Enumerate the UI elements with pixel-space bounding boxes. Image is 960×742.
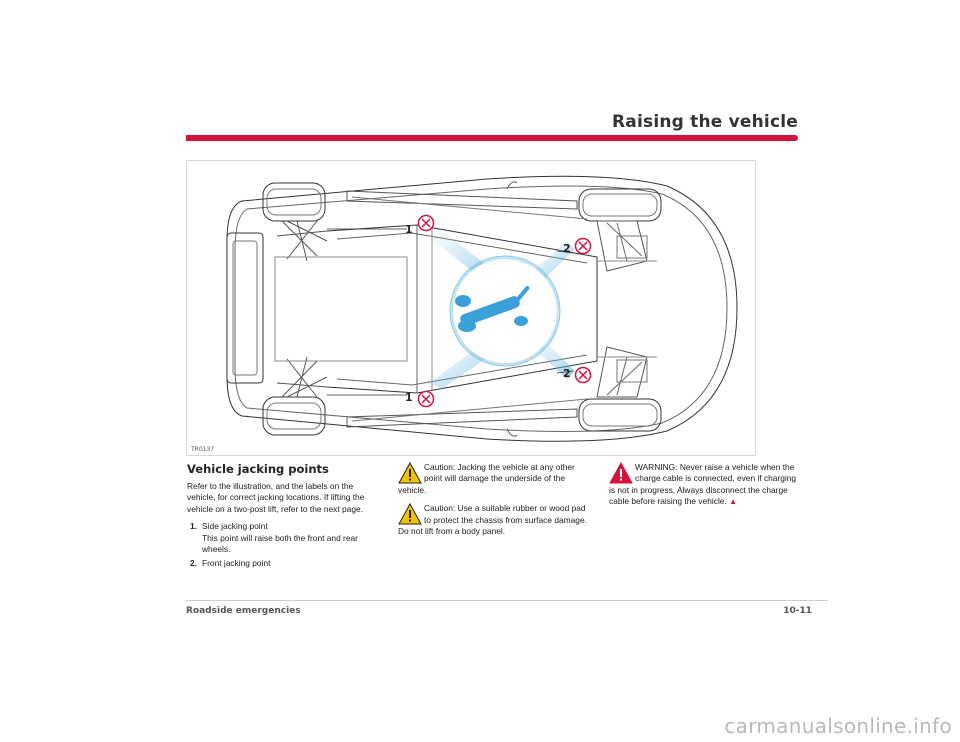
- caution-notice: Caution: Jacking the vehicle at any othe…: [398, 462, 590, 496]
- vehicle-underside-diagram: 1 2 2 1: [226, 175, 738, 442]
- list-item: 1. Side jacking point: [190, 521, 379, 532]
- callout-2-bottom: 2: [563, 367, 571, 380]
- watermark: carmanualsonline.info: [724, 714, 952, 738]
- list-label: Front jacking point: [202, 558, 271, 569]
- callout-1-bottom: 1: [405, 391, 413, 404]
- caution-text: Caution: Use a suitable rubber or wood p…: [398, 503, 587, 537]
- warning-text: WARNING: Never raise a vehicle when the …: [609, 462, 797, 507]
- figure-code: TR0137: [191, 446, 215, 453]
- caution-icon: [398, 503, 422, 525]
- caution-text: Caution: Jacking the vehicle at any othe…: [398, 462, 575, 495]
- body-outline: [226, 175, 738, 442]
- footer-section-name: Roadside emergencies: [186, 606, 301, 616]
- warning-column: WARNING: Never raise a vehicle when the …: [609, 462, 801, 515]
- warning-notice: WARNING: Never raise a vehicle when the …: [609, 462, 801, 508]
- intro-paragraph: Refer to the illustration, and the label…: [187, 481, 365, 514]
- footer-page-number: 10-11: [783, 606, 812, 616]
- front-right-wheel: [578, 398, 662, 432]
- rear-right-wheel: [262, 396, 326, 436]
- list-number: 2.: [190, 558, 197, 569]
- jacking-point-marker-1-bottom: [417, 390, 435, 408]
- jacking-point-marker-2-bottom: [574, 366, 592, 384]
- jacking-points-illustration: 1 2 2 1 TR0137: [186, 160, 756, 456]
- page-title: Raising the vehicle: [612, 112, 798, 132]
- rear-bumper: [226, 232, 264, 384]
- list-description: This point will raise both the front and…: [202, 532, 358, 555]
- footer-rule: [186, 600, 828, 601]
- callout-1-top: 1: [405, 223, 413, 236]
- jacking-point-marker-2-top: [574, 237, 592, 255]
- warning-icon: [609, 462, 633, 484]
- jacking-point-marker-1-top: [417, 214, 435, 232]
- end-of-warning-icon: ▲: [729, 497, 738, 507]
- list-label: Side jacking point: [202, 521, 268, 532]
- cautions-column: Caution: Jacking the vehicle at any othe…: [398, 462, 590, 544]
- title-rule: [186, 135, 798, 141]
- caution-icon: [398, 462, 422, 484]
- list-item: 2. Front jacking point: [190, 558, 379, 569]
- list-number: 1.: [190, 521, 197, 532]
- callout-2-top: 2: [563, 242, 571, 255]
- caution-notice: Caution: Use a suitable rubber or wood p…: [398, 503, 590, 537]
- chassis-frame: [326, 224, 598, 394]
- floor-jack-icon: [455, 286, 530, 332]
- rear-left-wheel: [262, 182, 326, 222]
- jacking-points-column: Vehicle jacking points Refer to the illu…: [187, 462, 379, 570]
- section-heading: Vehicle jacking points: [187, 462, 329, 476]
